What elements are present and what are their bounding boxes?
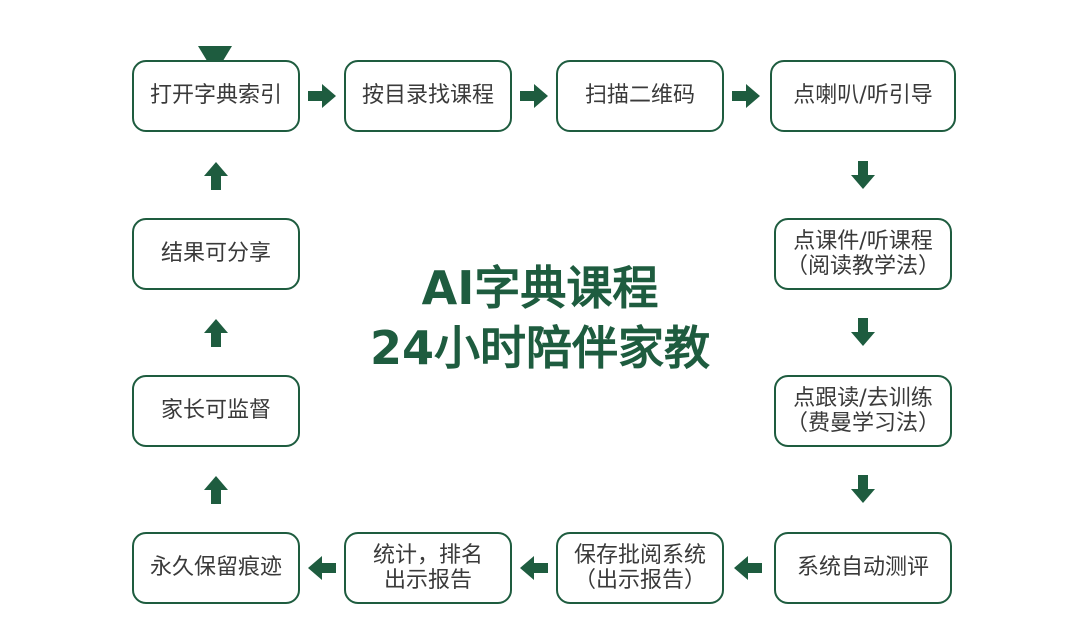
arrow-down-icon [851,161,875,189]
arrow-left-icon [520,556,548,580]
step-label: 结果可分享 [160,241,271,267]
step-box-open-dictionary-index: 打开字典索引 [132,60,300,132]
title-line-1: AI字典课程 [421,261,659,315]
arrow-right-icon [732,84,760,108]
step-label: 点跟读/去训练 [793,385,933,411]
step-box-auto-assessment: 系统自动测评 [774,532,952,604]
arrow-down-icon [851,318,875,346]
arrow-up-icon [204,319,228,347]
step-box-save-review-system: 保存批阅系统 （出示报告） [556,532,724,604]
step-label: 永久保留痕迹 [149,555,282,581]
step-label: 点喇叭/听引导 [793,83,933,109]
step-box-tap-speaker: 点喇叭/听引导 [770,60,956,132]
arrow-left-icon [308,556,336,580]
step-box-share-results: 结果可分享 [132,218,300,290]
step-sublabel: （阅读教学法） [785,254,940,279]
step-label: 保存批阅系统 [573,542,706,568]
step-sublabel: （出示报告） [573,568,706,593]
step-box-statistics-ranking: 统计，排名 出示报告 [344,532,512,604]
step-box-scan-qr-code: 扫描二维码 [556,60,724,132]
step-label: 家长可监督 [160,398,271,424]
arrow-down-icon [851,475,875,503]
step-label: 点课件/听课程 [793,228,933,254]
step-box-tap-courseware: 点课件/听课程 （阅读教学法） [774,218,952,290]
step-sublabel: （费曼学习法） [785,411,940,436]
arrow-up-icon [204,476,228,504]
step-label: 打开字典索引 [149,83,282,109]
arrow-up-icon [204,162,228,190]
arrow-right-icon [308,84,336,108]
step-label: 扫描二维码 [584,83,695,109]
step-label: 按目录找课程 [361,83,494,109]
step-box-permanent-record: 永久保留痕迹 [132,532,300,604]
arrow-right-icon [520,84,548,108]
arrow-left-icon [734,556,762,580]
step-box-parent-supervision: 家长可监督 [132,375,300,447]
step-box-find-course-by-catalog: 按目录找课程 [344,60,512,132]
title-line-2: 24小时陪伴家教 [369,321,710,375]
step-box-follow-read-training: 点跟读/去训练 （费曼学习法） [774,375,952,447]
step-sublabel: 出示报告 [383,568,472,593]
step-label: 系统自动测评 [796,555,929,581]
center-title: AI字典课程 24小时陪伴家教 [300,258,780,378]
step-label: 统计，排名 [372,542,483,568]
